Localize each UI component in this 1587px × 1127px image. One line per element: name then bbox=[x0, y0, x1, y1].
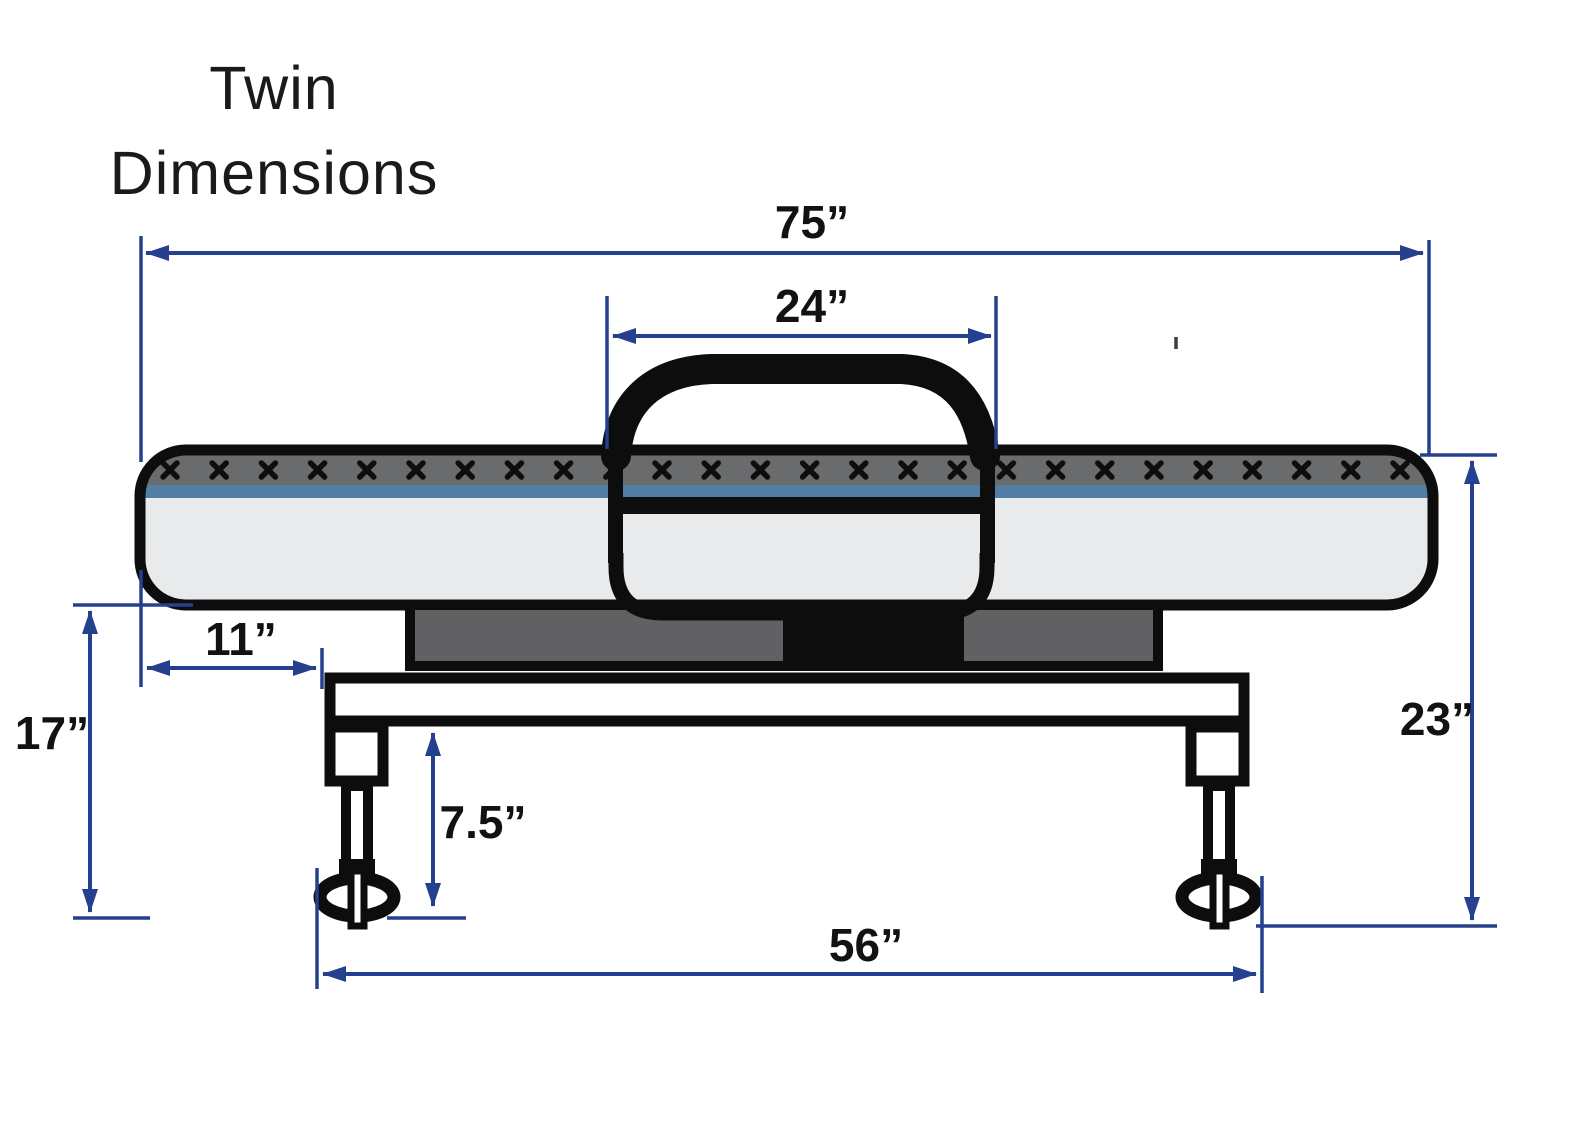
right-leg bbox=[1175, 721, 1263, 930]
right-leg-rod bbox=[1209, 867, 1230, 930]
dimension-annotations: 75” 24” 11” 17” bbox=[15, 196, 1497, 993]
title-line1: Twin bbox=[209, 54, 339, 122]
strap-horizontal-bar bbox=[608, 497, 995, 514]
dim-23-label: 23” bbox=[1400, 693, 1474, 745]
left-leg-sleeve bbox=[324, 721, 389, 787]
dim-11-label: 11” bbox=[205, 613, 277, 665]
right-leg-sleeve bbox=[1185, 721, 1250, 787]
diagram-title: Twin Dimensions bbox=[88, 46, 460, 216]
dim-75-label: 75” bbox=[775, 196, 849, 248]
dim-overall-length: 75” bbox=[139, 196, 1431, 462]
right-leg-cap bbox=[1201, 859, 1237, 874]
title-line2: Dimensions bbox=[109, 139, 439, 207]
right-leg-tube bbox=[1203, 781, 1235, 871]
dim-handle-width: 24” bbox=[605, 280, 998, 449]
left-leg-rod bbox=[347, 867, 368, 930]
bed-illustration bbox=[134, 354, 1439, 930]
dim-7-5-label: 7.5” bbox=[440, 796, 527, 848]
mattress bbox=[134, 444, 1439, 611]
stitch-x-pattern bbox=[140, 455, 1433, 485]
carry-handle bbox=[601, 354, 1000, 471]
left-leg-cap bbox=[339, 859, 375, 874]
left-leg-tube bbox=[341, 781, 373, 871]
dim-leg-height: 7.5” bbox=[387, 732, 527, 920]
dim-overall-height: 23” bbox=[1256, 453, 1497, 928]
left-leg bbox=[313, 721, 401, 930]
mattress-blue-stripe bbox=[140, 485, 1433, 498]
strap-bottom-loop bbox=[608, 553, 995, 621]
dim-leg-span: 56” bbox=[315, 868, 1264, 993]
dim-56-label: 56” bbox=[829, 919, 903, 971]
dim-17-label: 17” bbox=[15, 707, 89, 759]
dim-side-to-leg: 11” bbox=[139, 570, 324, 689]
dim-24-label: 24” bbox=[775, 280, 849, 332]
carry-strap bbox=[601, 354, 1000, 621]
frame-rail bbox=[324, 672, 1250, 727]
dim-underside-height: 17” bbox=[15, 603, 193, 920]
